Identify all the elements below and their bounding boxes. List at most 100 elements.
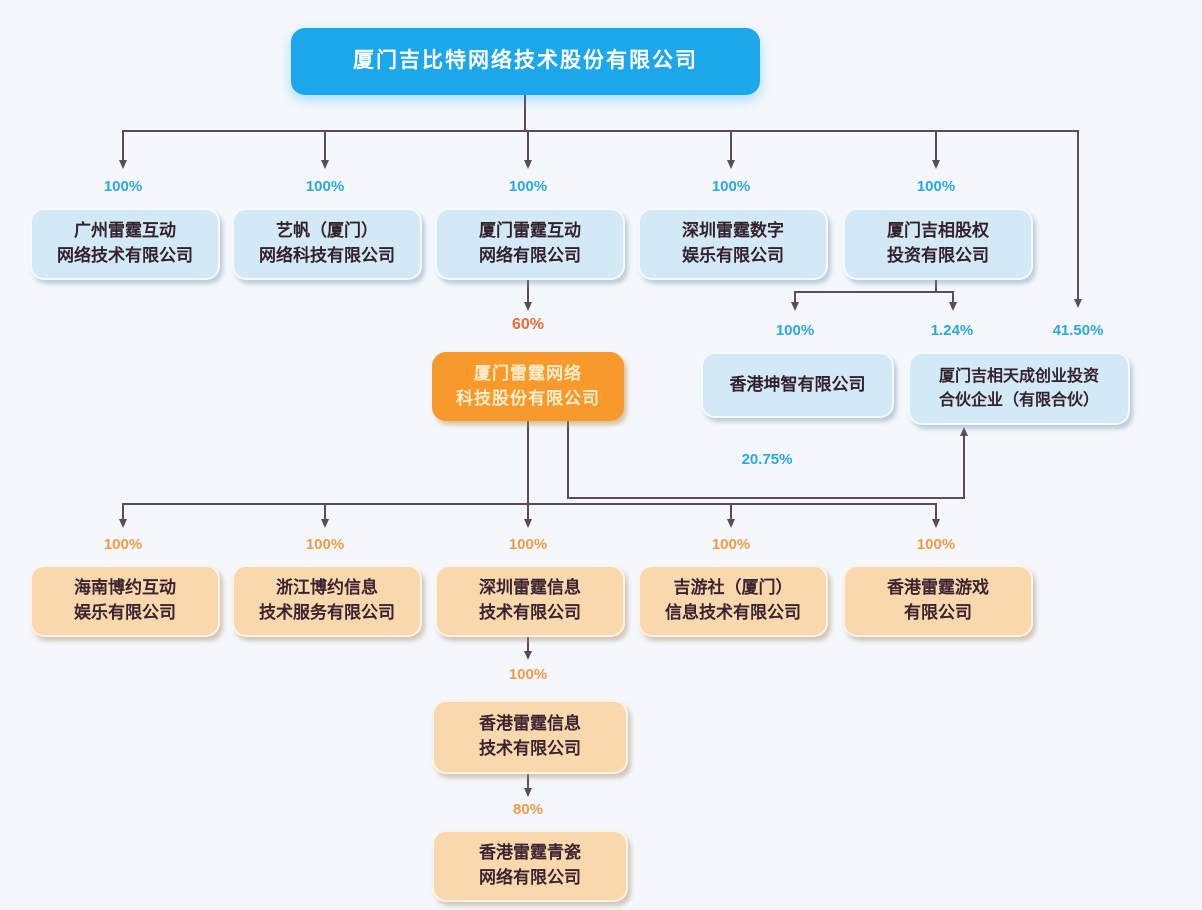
line <box>527 421 529 503</box>
node-label: 厦门雷霆网络 <box>474 363 582 383</box>
node-label: 科技股份有限公司 <box>456 388 600 408</box>
arrow-down-icon <box>119 519 127 528</box>
node-label: 有限公司 <box>904 603 972 622</box>
node-label: 浙江博约信息 <box>276 578 378 598</box>
node-zhejiang-boyue: 浙江博约信息 技术服务有限公司 <box>232 565 422 637</box>
pct-leiting-network: 60% <box>511 316 545 333</box>
node-label: 技术有限公司 <box>479 739 581 758</box>
arrow-down-icon <box>524 788 532 797</box>
line <box>963 436 965 497</box>
line <box>524 95 526 130</box>
node-jixiang-tiancheng: 厦门吉相天成创业投资 合伙企业（有限合伙） <box>908 352 1130 425</box>
node-label: 投资有限公司 <box>887 246 989 265</box>
node-label: 娱乐有限公司 <box>74 603 176 622</box>
pct-hk-leiting-games: 100% <box>916 536 956 553</box>
line <box>794 291 954 293</box>
arrow-down-icon <box>524 160 532 169</box>
node-label: 网络有限公司 <box>479 868 581 887</box>
pct-guangzhou-leiting: 100% <box>103 178 143 195</box>
line <box>935 503 937 519</box>
pct-yifan: 100% <box>305 178 345 195</box>
pct-hk-leiting-info: 100% <box>508 666 548 683</box>
arrow-up-icon <box>960 427 968 436</box>
node-label: 深圳雷霆信息 <box>479 578 581 598</box>
pct-zhejiang-boyue: 100% <box>305 536 345 553</box>
node-kunzhi: 香港坤智有限公司 <box>701 352 894 418</box>
arrow-down-icon <box>727 519 735 528</box>
arrow-down-icon <box>119 160 127 169</box>
node-label: 网络有限公司 <box>479 246 581 265</box>
node-label: 海南博约互动 <box>74 578 176 598</box>
node-jibite-root: 厦门吉比特网络技术股份有限公司 <box>291 28 760 95</box>
node-label: 香港雷霆青瓷 <box>479 843 581 863</box>
arrow-down-icon <box>524 302 532 311</box>
pct-shenzhen-leiting-shuzi: 100% <box>711 178 751 195</box>
node-label: 厦门雷霆互动 <box>479 221 581 241</box>
node-label: 网络技术有限公司 <box>57 246 193 265</box>
arrow-down-icon <box>524 519 532 528</box>
arrow-down-icon <box>932 160 940 169</box>
pct-tiancheng-from-leiting: 20.75% <box>741 451 793 468</box>
line <box>1077 130 1079 299</box>
node-label: 深圳雷霆数字 <box>682 221 784 241</box>
node-label: 技术有限公司 <box>479 603 581 622</box>
node-label: 香港雷霆游戏 <box>887 578 989 598</box>
arrow-down-icon <box>321 519 329 528</box>
node-label: 艺帆（厦门） <box>276 221 378 241</box>
line <box>567 421 569 499</box>
line <box>952 291 954 302</box>
node-jiyoushe: 吉游社（厦门） 信息技术有限公司 <box>638 565 828 637</box>
pct-jiyoushe: 100% <box>711 536 751 553</box>
line <box>730 503 732 519</box>
node-label: 香港雷霆信息 <box>479 714 581 734</box>
arrow-down-icon <box>727 160 735 169</box>
line <box>527 633 529 651</box>
node-guangzhou-leiting: 广州雷霆互动 网络技术有限公司 <box>30 208 220 280</box>
arrow-down-icon <box>321 160 329 169</box>
node-leiting-network: 厦门雷霆网络 科技股份有限公司 <box>432 352 624 421</box>
node-jixiang-equity: 厦门吉相股权 投资有限公司 <box>843 208 1033 280</box>
node-yifan: 艺帆（厦门） 网络科技有限公司 <box>232 208 422 280</box>
line <box>527 503 529 519</box>
node-hk-leiting-qingci: 香港雷霆青瓷 网络有限公司 <box>432 830 628 902</box>
node-label: 信息技术有限公司 <box>665 603 801 622</box>
node-label: 厦门吉相天成创业投资 <box>938 368 1099 386</box>
pct-hainan-boyue: 100% <box>103 536 143 553</box>
arrow-down-icon <box>1074 299 1082 308</box>
line <box>122 130 1079 132</box>
pct-tiancheng-from-jixiang: 1.24% <box>930 322 974 339</box>
node-label: 娱乐有限公司 <box>682 246 784 265</box>
pct-jixiang-equity: 100% <box>916 178 956 195</box>
line <box>730 130 732 160</box>
node-hk-leiting-games: 香港雷霆游戏 有限公司 <box>843 565 1033 637</box>
line <box>527 770 529 788</box>
line <box>935 276 937 291</box>
node-label: 吉游社（厦门） <box>673 578 793 598</box>
node-label: 网络科技有限公司 <box>259 246 395 265</box>
pct-hk-leiting-qingci: 80% <box>512 801 544 818</box>
node-shenzhen-leiting-info: 深圳雷霆信息 技术有限公司 <box>435 565 625 637</box>
node-label: 香港坤智有限公司 <box>729 374 866 394</box>
pct-xiamen-leiting-hudong: 100% <box>508 178 548 195</box>
node-label: 广州雷霆互动 <box>74 221 176 241</box>
line <box>567 497 965 499</box>
node-xiamen-leiting-hudong: 厦门雷霆互动 网络有限公司 <box>435 208 625 280</box>
line <box>794 291 796 302</box>
arrow-down-icon <box>791 302 799 311</box>
node-hainan-boyue: 海南博约互动 娱乐有限公司 <box>30 565 220 637</box>
line <box>122 130 124 160</box>
node-label: 厦门吉相股权 <box>887 221 989 241</box>
pct-shenzhen-leiting-info: 100% <box>508 536 548 553</box>
line <box>527 130 529 160</box>
line <box>935 130 937 160</box>
arrow-down-icon <box>932 519 940 528</box>
line <box>527 276 529 302</box>
arrow-down-icon <box>524 651 532 660</box>
pct-tiancheng-from-root: 41.50% <box>1052 322 1104 339</box>
node-shenzhen-leiting-shuzi: 深圳雷霆数字 娱乐有限公司 <box>638 208 828 280</box>
line <box>324 130 326 160</box>
pct-kunzhi: 100% <box>775 322 815 339</box>
node-label: 技术服务有限公司 <box>259 603 395 622</box>
arrow-down-icon <box>949 302 957 311</box>
